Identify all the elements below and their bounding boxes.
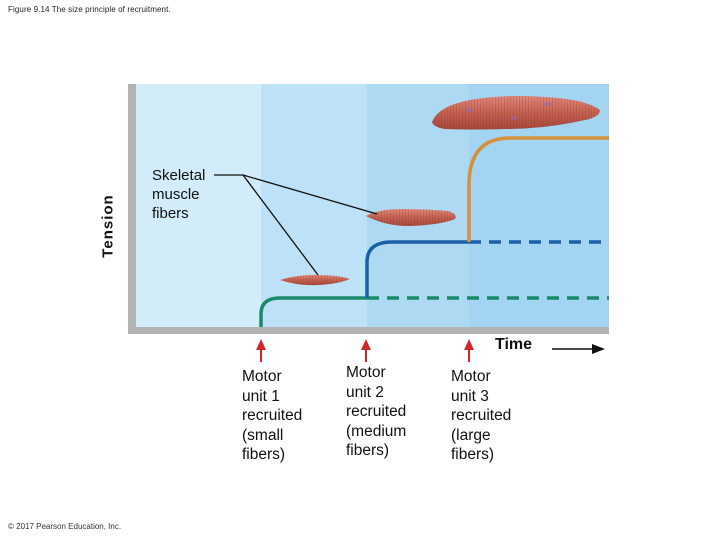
time-arrow	[552, 344, 605, 354]
motor-unit-1-label: Motor unit 1 recruited (small fibers)	[242, 367, 342, 465]
y-axis	[128, 84, 136, 334]
unit3-recruitment-arrow	[464, 339, 474, 362]
x-axis-label: Time	[495, 336, 532, 354]
motor-unit-3-label: Motor unit 3 recruited (large fibers)	[451, 367, 551, 465]
unit1-recruitment-arrow	[256, 339, 266, 362]
skeletal-muscle-fibers-label: Skeletal muscle fibers	[152, 166, 242, 223]
x-axis	[128, 327, 609, 334]
unit2-recruitment-arrow	[361, 339, 371, 362]
motor-unit-2-label: Motor unit 2 recruited (medium fibers)	[346, 363, 446, 461]
y-axis-label: Tension	[100, 194, 117, 257]
copyright-notice: © 2017 Pearson Education, Inc.	[8, 522, 121, 531]
